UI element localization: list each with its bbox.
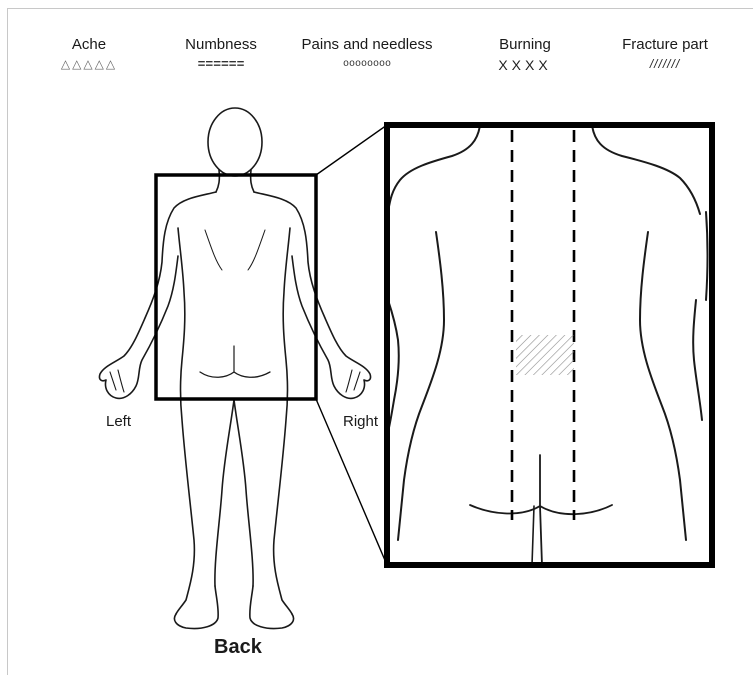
body-outline: [99, 108, 370, 629]
zoom-left-shoulder: [388, 125, 480, 212]
zoom-gluteal-cleft: [540, 455, 542, 565]
connector-line-top: [316, 125, 387, 175]
head-outline: [208, 108, 262, 176]
region-box: [156, 175, 316, 399]
right-arm-outline: [254, 192, 371, 398]
left-label: Left: [106, 413, 131, 430]
left-hand-fingers: [110, 370, 124, 392]
zoom-left-torso: [398, 232, 444, 540]
buttocks-line: [200, 372, 270, 377]
right-inner-leg-outline: [234, 400, 253, 586]
right-label: Right: [343, 413, 378, 430]
right-hand-fingers: [346, 370, 360, 392]
left-inner-leg-outline: [215, 400, 234, 586]
zoom-right-arm: [693, 300, 702, 420]
zoom-inner-cleft: [532, 506, 534, 565]
zoom-right-torso: [640, 232, 686, 540]
zoom-right-arm-2: [706, 212, 708, 300]
fracture-region: [516, 335, 574, 375]
right-torso-outline: [274, 228, 292, 614]
zoom-right-shoulder: [592, 125, 700, 214]
scapula-lines: [205, 230, 265, 270]
back-label: Back: [214, 636, 262, 659]
left-torso-outline: [176, 228, 194, 614]
zoom-inset-content: [388, 125, 708, 565]
